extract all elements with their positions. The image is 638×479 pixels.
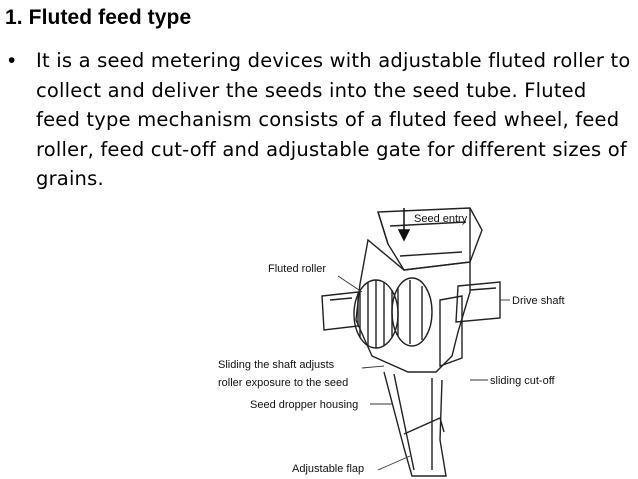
label-sliding-shaft-1: Sliding the shaft adjusts	[218, 359, 335, 371]
leader-lines	[337, 275, 510, 471]
bullet-item: • It is a seed metering devices with adj…	[8, 46, 634, 194]
seed-dropper	[383, 371, 447, 477]
left-shaft	[321, 291, 359, 331]
housing	[355, 238, 471, 373]
slide-title: 1. Fluted feed type	[5, 6, 192, 29]
label-fluted-roller: Fluted roller	[268, 263, 326, 275]
label-seed-entry: Seed entry	[414, 213, 468, 225]
label-seed-dropper-housing: Seed dropper housing	[250, 399, 358, 411]
label-sliding-cutoff: sliding cut-off	[490, 375, 556, 387]
adjustable-flap	[403, 417, 445, 435]
label-sliding-shaft-2: roller exposure to the seed	[218, 377, 348, 389]
label-drive-shaft: Drive shaft	[512, 295, 565, 307]
bullet-text: It is a seed metering devices with adjus…	[36, 49, 631, 190]
drive-shaft	[455, 281, 501, 323]
seed-entry-arrow	[397, 208, 411, 242]
label-adjustable-flap: Adjustable flap	[292, 463, 364, 475]
bullet-marker: •	[8, 49, 16, 72]
mechanism-drawing	[321, 207, 501, 477]
sliding-cutoff	[439, 295, 463, 367]
